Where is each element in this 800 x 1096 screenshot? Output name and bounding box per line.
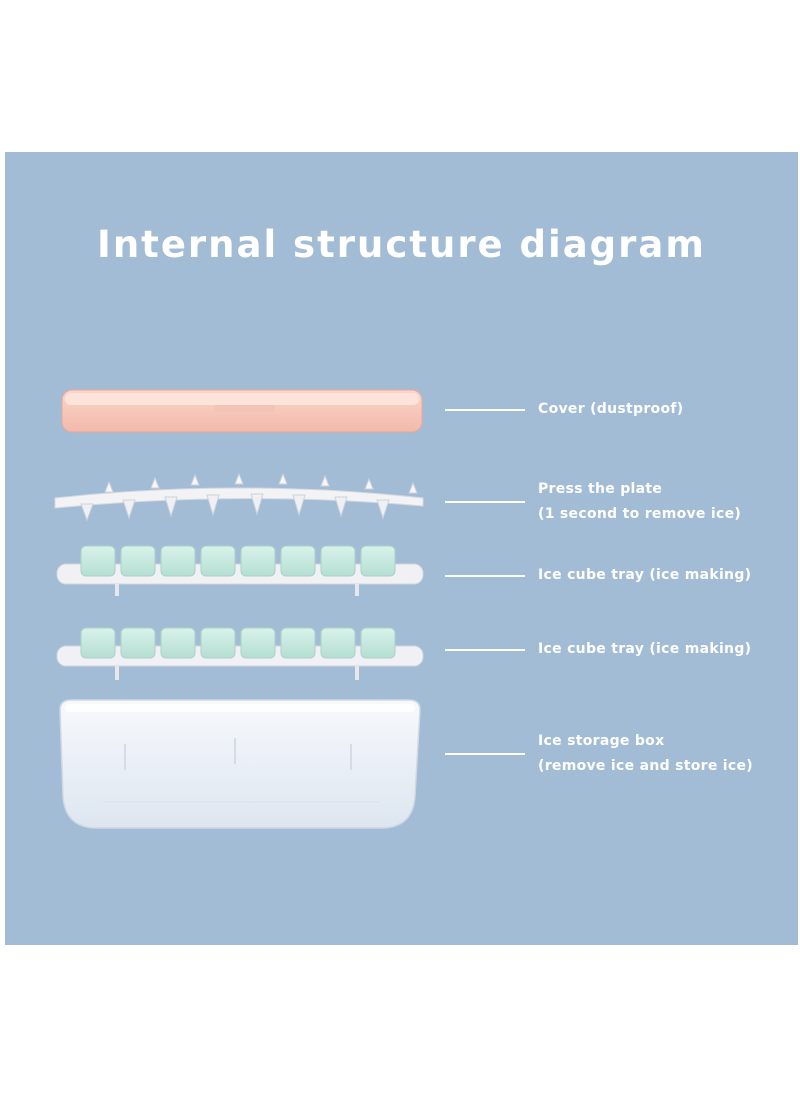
ice-tray-1-illustration [56,545,424,596]
label-storage-box-line-2: (remove ice and store ice) [538,758,753,774]
label-cover: Cover (dustproof) [538,397,683,422]
label-press-plate-line-2: (1 second to remove ice) [538,506,742,522]
storage-box-illustration [59,699,421,829]
label-ice-tray-2: Ice cube tray (ice making) [538,637,751,662]
label-ice-tray-1: Ice cube tray (ice making) [538,563,751,588]
diagram-title: Internal structure diagram [97,223,706,266]
label-ice-tray-1-line-1: Ice cube tray (ice making) [538,567,752,583]
label-ice-tray-2-line-1: Ice cube tray (ice making) [538,641,752,657]
diagram-panel: Internal structure diagram [5,152,798,945]
leader-line-cover [445,409,525,411]
leader-line-press-plate [445,501,525,503]
label-press-plate: Press the plate (1 second to remove ice) [538,477,741,527]
cover-illustration [61,389,423,433]
press-plate-illustration [54,472,424,522]
label-cover-line-1: Cover (dustproof) [538,401,684,417]
label-storage-box: Ice storage box (remove ice and store ic… [538,729,753,779]
leader-line-ice-tray-1 [445,575,525,577]
ice-tray-2-illustration [56,627,424,680]
component-illustrations [54,389,424,829]
label-storage-box-line-1: Ice storage box [538,733,665,749]
label-press-plate-line-1: Press the plate [538,481,663,497]
leader-line-storage-box [445,753,525,755]
leader-line-ice-tray-2 [445,649,525,651]
